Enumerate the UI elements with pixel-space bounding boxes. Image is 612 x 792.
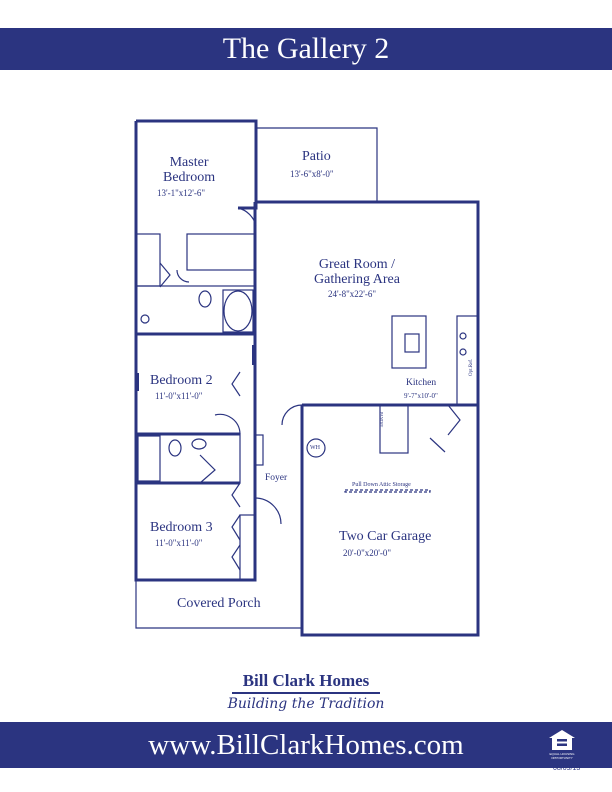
great-room-name: Great Room / <box>318 257 396 272</box>
front-door-swing <box>254 497 282 525</box>
foyer-label: Foyer <box>265 473 288 483</box>
counter <box>456 315 479 406</box>
closet <box>254 434 264 466</box>
sink <box>140 314 150 324</box>
equal-housing-text: EQUAL HOUSING OPPORTUNITY <box>549 752 575 760</box>
pantry-label: PANTRY <box>379 412 384 428</box>
sink <box>191 438 207 450</box>
door-swing <box>176 269 190 283</box>
door-swing <box>231 544 241 571</box>
tub <box>137 435 161 482</box>
kitchen-island <box>391 315 427 369</box>
patio-outline <box>256 127 378 202</box>
garage-dims: 20'-0"x20'-0" <box>343 548 392 558</box>
logo-rule <box>232 692 380 694</box>
patio-label: Patio <box>302 149 331 164</box>
master-bedroom-name: Bedroom <box>163 169 216 185</box>
kitchen-dims: 9'-7"x10'-0" <box>404 392 438 400</box>
website-url[interactable]: www.BillClarkHomes.com <box>148 729 464 761</box>
kitchen-label: Kitchen <box>406 378 437 388</box>
tub <box>223 290 253 332</box>
water-heater-label: WH <box>310 445 320 451</box>
bedroom-3-dims: 11'-0"x11'-0" <box>155 538 203 548</box>
porch-outline <box>135 580 302 629</box>
door-swing <box>447 404 461 436</box>
plan-date: 08/09/13 <box>553 765 581 772</box>
bedroom-3-label: Bedroom 3 <box>150 520 213 535</box>
covered-porch-label: Covered Porch <box>177 596 261 611</box>
door-swing <box>237 207 257 227</box>
hall-bath <box>135 433 241 484</box>
door-swing <box>231 371 241 397</box>
laundry <box>379 404 409 454</box>
sink <box>404 333 420 353</box>
door-swing <box>231 514 241 541</box>
exterior-wall <box>134 119 480 637</box>
bedroom-2-dims: 11'-0"x11'-0" <box>155 391 203 401</box>
door-swing <box>159 262 171 288</box>
door-swing <box>199 454 216 484</box>
closet <box>186 233 256 271</box>
toilet <box>168 439 182 457</box>
attic-hatch <box>344 489 431 493</box>
door-swing <box>429 437 446 453</box>
garage-door-swing <box>281 404 303 426</box>
master-bedroom-dims: 13'-1"x12'-6" <box>157 188 206 198</box>
door-swing <box>231 482 241 508</box>
master-bedroom-name: Master <box>169 155 209 170</box>
footer-banner: www.BillClarkHomes.com <box>0 722 612 768</box>
patio-dims: 13'-6"x8'-0" <box>290 169 334 179</box>
door-swing <box>214 413 241 435</box>
brand-name: Bill Clark Homes <box>242 671 370 690</box>
toilet <box>198 290 212 308</box>
master-bedroom-label: Master Bedroom <box>163 155 216 185</box>
attic-storage-label: Pull Down Attic Storage <box>352 482 411 488</box>
opt-ref-label: Opt.Ref. <box>469 358 474 376</box>
closet <box>135 233 161 287</box>
master-bath <box>135 285 256 335</box>
company-logo: Bill Clark Homes Building the Tradition <box>0 671 612 712</box>
closet <box>239 514 256 581</box>
brand-tagline: Building the Tradition <box>227 696 385 712</box>
water-heater <box>306 438 326 458</box>
great-room-label: Great Room / Gathering Area <box>314 257 400 287</box>
title-banner: The Gallery 2 <box>0 28 612 70</box>
great-room-dims: 24'-8"x22'-6" <box>328 289 377 299</box>
great-room-name: Gathering Area <box>314 271 400 287</box>
plan-title: The Gallery 2 <box>222 32 390 65</box>
garage-label: Two Car Garage <box>339 529 432 544</box>
bedroom-2-label: Bedroom 2 <box>150 373 213 388</box>
equal-housing-icon <box>549 730 575 750</box>
